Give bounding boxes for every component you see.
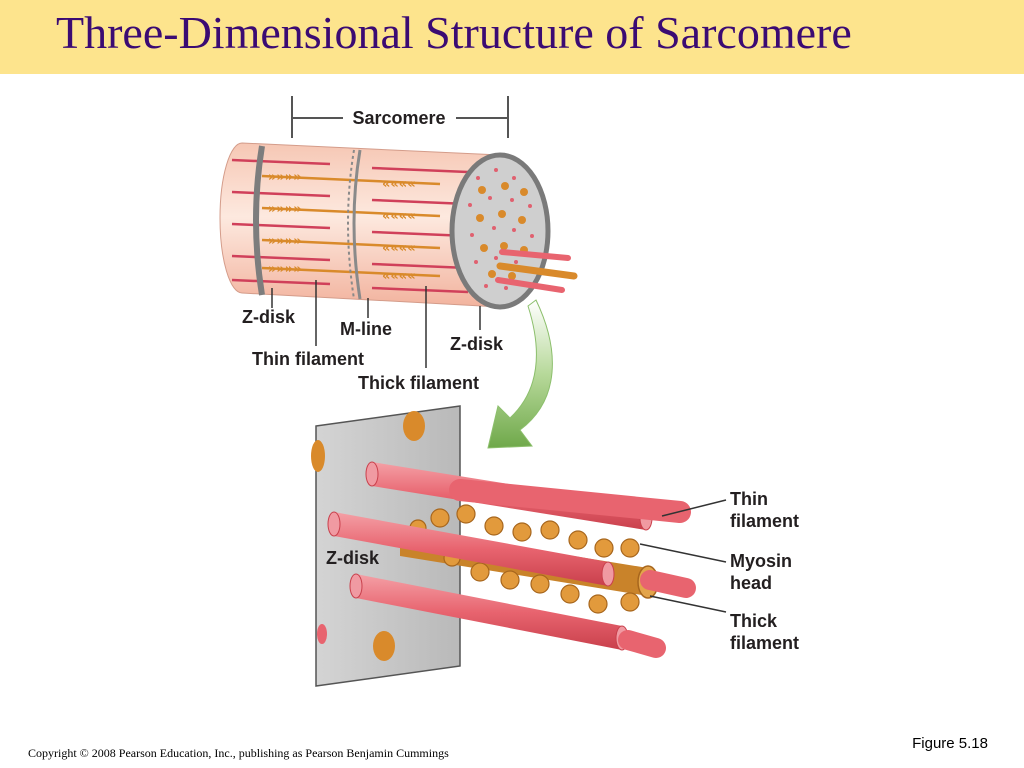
figure-reference: Figure 5.18 [912,735,988,752]
thick-filament-label-top: Thick filament [358,373,479,393]
protruding-filaments [495,249,578,293]
end-face-thick-dots [476,182,528,280]
title-band [0,0,1024,74]
thin-filament-lines [231,158,469,294]
thin-filament-label-line1: Thin [730,489,768,509]
svg-text:»»»»: »»»» [268,234,302,249]
thin-filament-label-top: Thin filament [252,349,364,369]
svg-text:««««: «««« [382,177,416,192]
z-disk-left-label: Z-disk [242,307,296,327]
end-face-dots [468,168,534,290]
thick-filament-chevrons: »»»» «««« »»»» «««« »»»» «««« »»»» «««« [268,170,416,284]
m-line-label: M-line [340,319,392,339]
magnify-arrow-icon [487,299,553,449]
svg-text:««««: «««« [382,269,416,284]
thin-filament-label-line2: filament [730,511,799,531]
thin-filament-rods [327,461,696,658]
sarcomere-label: Sarcomere [352,108,445,128]
thick-filament-label-line1: Thick [730,611,778,631]
myosin-head-label-line1: Myosin [730,551,792,571]
slide-title: Three-Dimensional Structure of Sarcomere [56,7,852,58]
z-disk-label-bottom: Z-disk [326,548,380,568]
top-leader-lines [271,280,481,368]
thick-filament-label-line2: filament [730,633,799,653]
svg-text:»»»»: »»»» [268,202,302,217]
myosin-heads [409,504,640,614]
copyright-notice: Copyright © 2008 Pearson Education, Inc.… [28,746,449,760]
bottom-leader-lines [639,499,727,613]
svg-text:««««: «««« [382,209,416,224]
svg-text:»»»»: »»»» [268,170,302,185]
myofibril-cylinder: »»»» «««« »»»» «««« »»»» «««« »»»» «««« [219,142,578,310]
sarcomere-bracket [291,96,509,138]
svg-text:»»»»: »»»» [268,262,302,277]
z-disk-right-label: Z-disk [450,334,504,354]
svg-text:««««: «««« [382,241,416,256]
myosin-head-label-line2: head [730,573,772,593]
